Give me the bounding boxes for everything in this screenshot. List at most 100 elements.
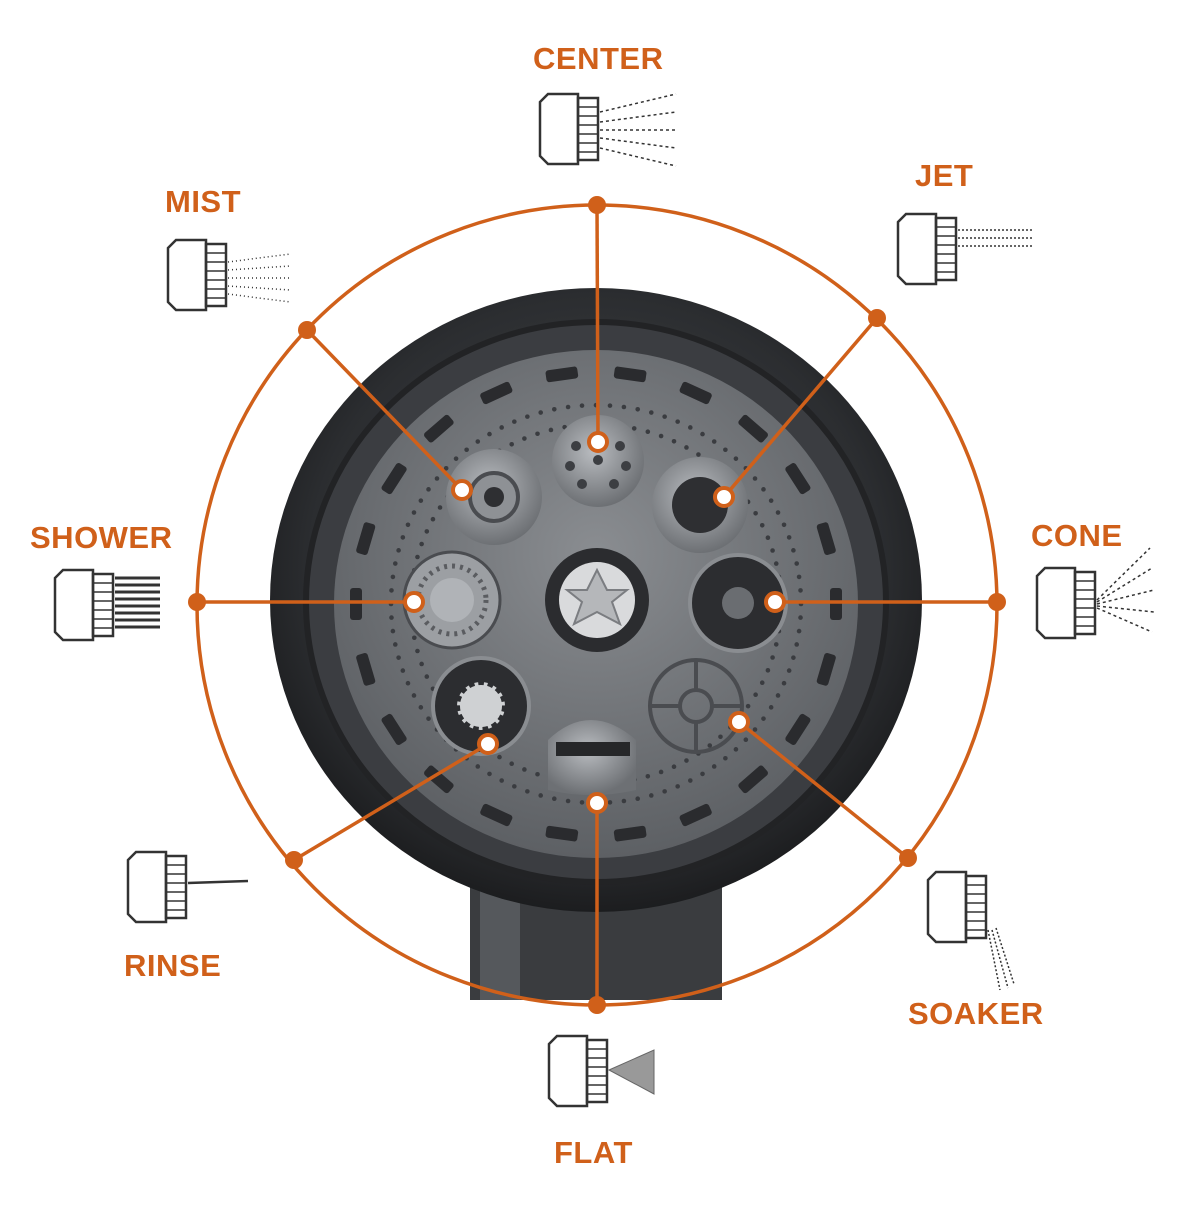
shower-spray-icon (53, 568, 160, 642)
vent-dot (487, 431, 492, 437)
leader-line-jet (722, 316, 879, 499)
vent-dot (671, 764, 677, 770)
outer-dot-mist (298, 321, 316, 339)
inner-dot-jet (713, 486, 735, 508)
vent-dot (392, 642, 398, 647)
inner-dot-center (587, 431, 609, 453)
vent-dot (535, 771, 540, 777)
outer-dot-flat (588, 996, 606, 1014)
inner-dot-rinse (477, 733, 499, 755)
grip-slot (480, 803, 513, 827)
vent-dot (430, 516, 436, 522)
vent-dot (509, 441, 514, 447)
vent-dot (671, 438, 677, 444)
vent-dot (400, 668, 406, 673)
leader-line-center (595, 204, 600, 443)
grip-slot (381, 713, 407, 745)
vent-dot (405, 680, 411, 686)
vent-dot (635, 796, 641, 801)
vent-dot (684, 445, 689, 450)
vent-dot (723, 755, 728, 761)
vent-dot (535, 431, 540, 437)
vent-dot (565, 798, 571, 804)
rinse-nozzle (431, 656, 531, 756)
vent-dot (396, 548, 401, 553)
vent-dot (662, 789, 667, 794)
vent-dot (579, 800, 585, 805)
label-rinse: RINSE (124, 948, 222, 983)
vent-dot (662, 414, 667, 419)
vent-dot (390, 574, 396, 580)
grip-slot (679, 381, 712, 405)
outer-dot-shower (188, 593, 206, 611)
grip-slot (480, 381, 513, 405)
vent-dot (753, 692, 758, 698)
vent-dot (475, 764, 481, 769)
label-jet: JET (915, 158, 974, 193)
vent-dot (538, 410, 543, 415)
vent-dot (607, 800, 613, 805)
outer-dot-jet (868, 309, 886, 327)
outer-dot-soaker (899, 849, 917, 867)
vent-dot (688, 778, 693, 783)
vent-dot (411, 693, 417, 698)
vent-dot (415, 554, 420, 560)
vent-dot (418, 705, 424, 710)
vent-dot (522, 436, 527, 441)
vent-dot (551, 407, 557, 412)
vent-dot (579, 403, 585, 408)
vent-dot (786, 668, 792, 673)
vent-dot (761, 487, 766, 492)
grip-slot (381, 463, 407, 495)
vent-dot (551, 796, 557, 801)
vent-dot (607, 403, 613, 408)
nozzle-head (270, 288, 922, 912)
grip-slot (356, 522, 376, 555)
leader-line-rinse (293, 742, 489, 862)
vent-dot (635, 407, 641, 412)
vent-dot (768, 705, 774, 710)
vent-dot (475, 439, 481, 444)
vent-dot (390, 628, 396, 634)
rinse-spray-icon (126, 850, 249, 924)
vent-dot (437, 505, 443, 510)
vent-dot (419, 541, 424, 547)
vent-dot (405, 522, 411, 528)
vent-dot (424, 674, 430, 679)
jet-nozzle (652, 457, 748, 553)
vent-dot (426, 487, 431, 492)
spray-icons (53, 92, 1155, 1108)
vent-dot (711, 439, 717, 444)
vent-dot (512, 419, 517, 424)
vent-dot (400, 535, 406, 540)
cone-spray-icon (1035, 547, 1155, 640)
vent-dot (418, 498, 424, 503)
vent-dot (392, 561, 398, 566)
shower-nozzle (402, 550, 502, 650)
inner-dot-soaker (728, 711, 750, 733)
soaker-spray-icon (926, 870, 1015, 991)
vent-dot (768, 498, 774, 503)
vent-dot (649, 793, 654, 798)
vent-dot (464, 447, 469, 453)
grip-slot (816, 522, 836, 555)
grip-slot (424, 765, 454, 794)
grip-slot (830, 588, 842, 620)
vent-dot (389, 588, 394, 593)
vent-dot (759, 522, 765, 528)
center-spray-icon (538, 92, 677, 167)
vent-dot (786, 535, 792, 540)
grip-slot (679, 803, 712, 827)
vent-dot (658, 769, 664, 775)
grip-slot (613, 366, 647, 383)
vent-dot (487, 771, 492, 777)
vent-dot (794, 561, 800, 566)
vent-dot (621, 404, 627, 410)
vent-dot (565, 404, 571, 410)
vent-dot (424, 529, 430, 534)
vent-dot (723, 447, 728, 453)
vent-dot (796, 628, 802, 634)
vent-dot (426, 716, 431, 721)
